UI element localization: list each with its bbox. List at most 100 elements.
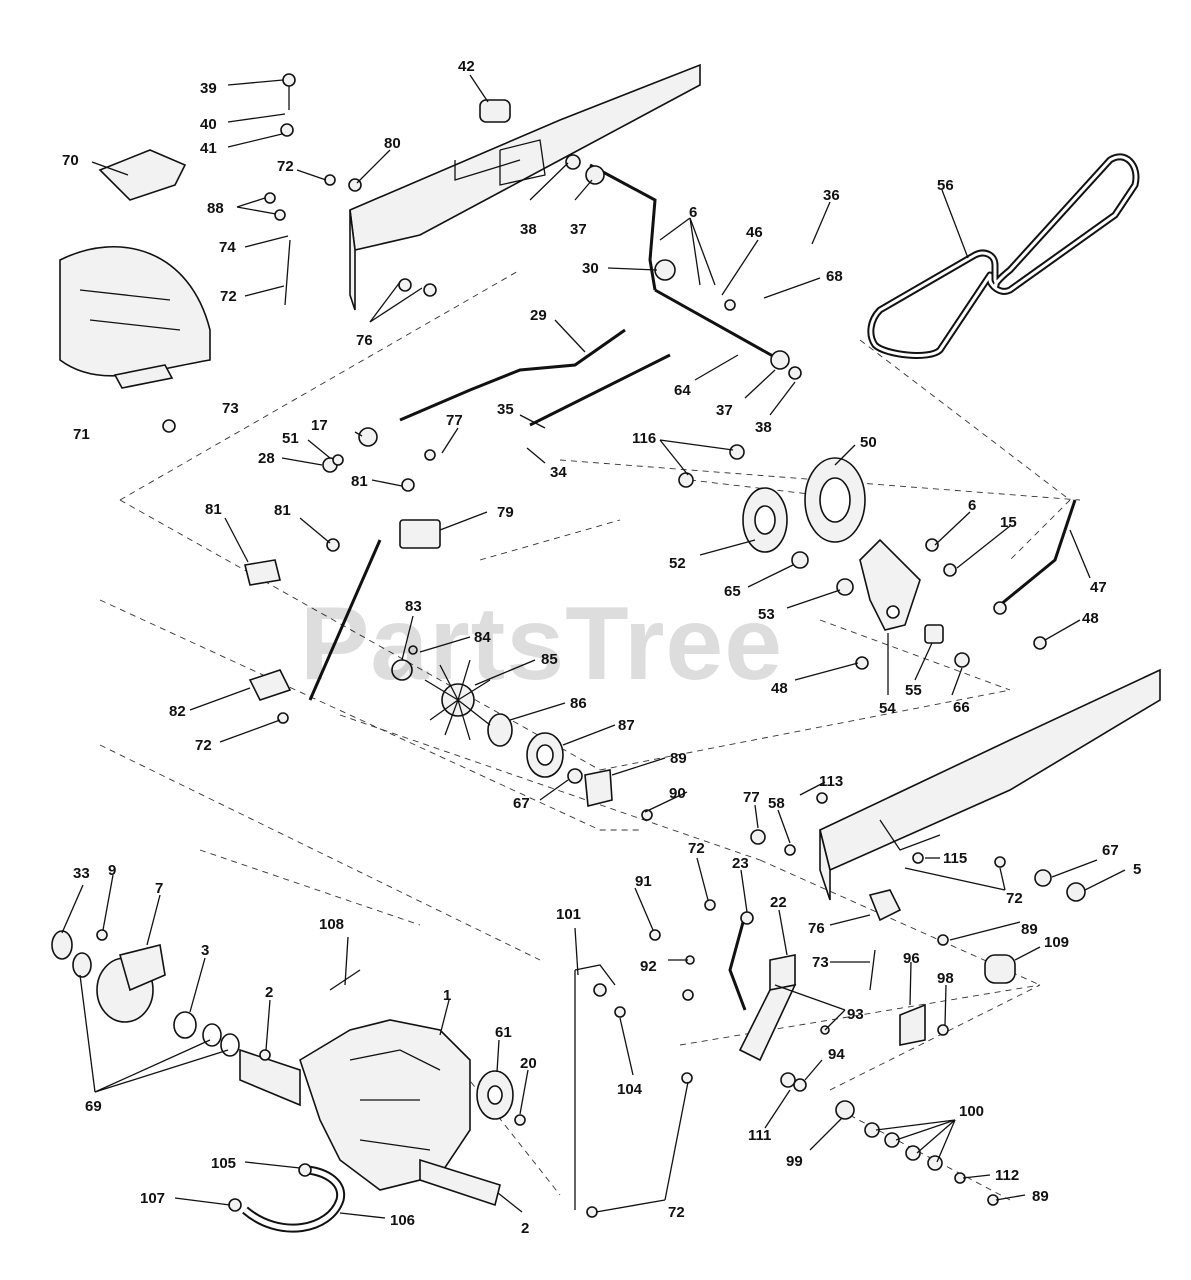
callout: 116 — [632, 430, 656, 447]
leader-lines — [61, 74, 1126, 1219]
callout: 82 — [169, 703, 186, 720]
callout: 38 — [520, 221, 537, 238]
callout: 79 — [497, 504, 514, 521]
callout: 67 — [1102, 842, 1119, 859]
callout: 30 — [582, 260, 599, 277]
callout: 42 — [458, 58, 475, 75]
callout: 40 — [200, 116, 217, 133]
callout: 6 — [689, 204, 697, 221]
callout: 109 — [1044, 934, 1069, 951]
brake-linkage — [574, 889, 1016, 1210]
callout: 99 — [786, 1153, 803, 1170]
callout: 111 — [748, 1127, 771, 1144]
idler-bracket — [859, 538, 944, 644]
callout: 72 — [220, 288, 237, 305]
callout: 87 — [618, 717, 635, 734]
callout: 23 — [732, 855, 749, 872]
callout: 52 — [669, 555, 686, 572]
callout: 1 — [443, 987, 451, 1004]
callout: 65 — [724, 583, 741, 600]
callout: 89 — [670, 750, 687, 767]
callout: 107 — [140, 1190, 165, 1207]
callout: 54 — [879, 700, 896, 717]
pulleys — [476, 457, 866, 1120]
callout: 50 — [860, 434, 877, 451]
hose — [242, 1165, 346, 1233]
callout: 41 — [200, 140, 217, 157]
callout: 35 — [497, 401, 514, 418]
callout: 17 — [311, 417, 328, 434]
callout: 93 — [847, 1006, 864, 1023]
callout-labels: 1 2 2 3 5 6 6 7 9 15 17 20 22 23 28 29 3… — [62, 58, 1141, 1237]
callout: 38 — [755, 419, 772, 436]
callout: 3 — [201, 942, 209, 959]
callout: 100 — [959, 1103, 984, 1120]
callout: 34 — [550, 464, 567, 481]
callout: 113 — [819, 773, 843, 790]
callout: 74 — [219, 239, 236, 256]
callout: 77 — [743, 789, 760, 806]
callout: 76 — [356, 332, 373, 349]
callout: 89 — [1021, 921, 1038, 938]
callout: 68 — [826, 268, 843, 285]
callout: 92 — [640, 958, 657, 975]
callout: 53 — [758, 606, 775, 623]
callout: 48 — [771, 680, 788, 697]
callout: 88 — [207, 200, 224, 217]
callout: 9 — [108, 862, 116, 879]
callout: 77 — [446, 412, 463, 429]
transaxle — [51, 930, 501, 1207]
callout: 85 — [541, 651, 558, 668]
callout: 81 — [274, 502, 291, 519]
callout: 20 — [520, 1055, 537, 1072]
callout: 73 — [222, 400, 239, 417]
callout: 66 — [953, 699, 970, 716]
frame-rail-top — [349, 63, 701, 311]
callout: 2 — [521, 1220, 529, 1237]
callout: 29 — [530, 307, 547, 324]
callout: 36 — [823, 187, 840, 204]
rods — [308, 163, 1077, 1011]
callout: 71 — [73, 426, 90, 443]
callout: 22 — [770, 894, 787, 911]
callout: 6 — [968, 497, 976, 514]
callout: 94 — [828, 1046, 845, 1063]
callout: 70 — [62, 152, 79, 169]
cooling-fan — [424, 659, 491, 741]
callout: 5 — [1133, 861, 1141, 878]
hardware — [96, 73, 1086, 1218]
callout: 56 — [937, 177, 954, 194]
callout: 15 — [1000, 514, 1017, 531]
callout: 64 — [674, 382, 691, 399]
callout: 80 — [384, 135, 401, 152]
drive-belt — [867, 153, 1140, 359]
callout: 83 — [405, 598, 422, 615]
callout: 2 — [265, 984, 273, 1001]
callout: 81 — [205, 501, 222, 518]
callout: 84 — [474, 629, 491, 646]
callout: 55 — [905, 682, 922, 699]
hood-panel — [59, 149, 211, 389]
callout: 48 — [1082, 610, 1099, 627]
callout: 90 — [669, 785, 686, 802]
callout: 91 — [635, 873, 652, 890]
callout: 112 — [995, 1167, 1019, 1184]
callout: 81 — [351, 473, 368, 490]
callout: 72 — [1006, 890, 1023, 907]
callout: 61 — [495, 1024, 512, 1041]
callout: 105 — [211, 1155, 236, 1172]
callout: 115 — [943, 850, 967, 867]
callout: 58 — [768, 795, 785, 812]
callout: 104 — [617, 1081, 643, 1098]
callout: 76 — [808, 920, 825, 937]
callout: 72 — [195, 737, 212, 754]
callout: 96 — [903, 950, 920, 967]
callout: 86 — [570, 695, 587, 712]
callout: 69 — [85, 1098, 102, 1115]
callout: 37 — [570, 221, 587, 238]
callout: 46 — [746, 224, 763, 241]
callout: 47 — [1090, 579, 1107, 596]
callout: 98 — [937, 970, 954, 987]
callout: 108 — [319, 916, 344, 933]
